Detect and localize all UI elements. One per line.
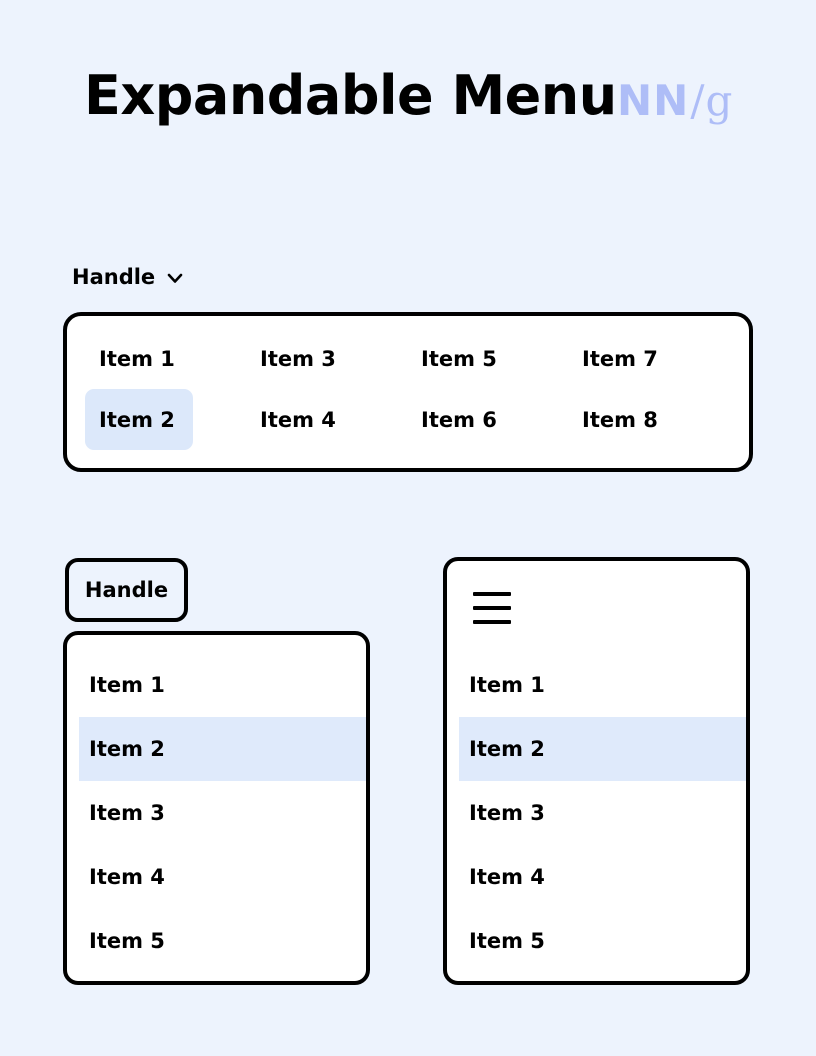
mega-menu-grid: Item 1 Item 3 Item 5 Item 7 Item 2 Item … <box>85 328 737 450</box>
mega-menu-handle[interactable]: Handle <box>72 262 185 292</box>
logo-slash-text: / <box>690 76 705 125</box>
mega-menu-item-selected[interactable]: Item 2 <box>85 389 193 450</box>
right-menu-item[interactable]: Item 1 <box>469 673 545 697</box>
left-menu-item-selected[interactable]: Item 2 <box>79 717 366 781</box>
left-menu-list: Item 1 Item 2 Item 3 Item 4 Item 5 <box>67 653 366 973</box>
logo-nn-text: NN <box>617 76 690 125</box>
mega-menu-item[interactable]: Item 1 <box>99 346 175 371</box>
right-menu-list: Item 1 Item 2 Item 3 Item 4 Item 5 <box>447 653 746 973</box>
logo-g-text: g <box>705 76 733 125</box>
page-title: Expandable Menu <box>84 64 617 127</box>
left-menu-item[interactable]: Item 1 <box>89 673 165 697</box>
right-menu-item[interactable]: Item 5 <box>469 929 545 953</box>
left-menu-handle-button[interactable]: Handle <box>65 558 188 622</box>
left-menu-item[interactable]: Item 5 <box>89 929 165 953</box>
mega-menu-handle-label: Handle <box>72 265 156 289</box>
chevron-down-icon <box>165 268 185 288</box>
right-menu-item-selected[interactable]: Item 2 <box>459 717 746 781</box>
hamburger-line-top <box>473 592 511 596</box>
mega-menu-item[interactable]: Item 4 <box>260 407 336 432</box>
mega-menu-item[interactable]: Item 3 <box>260 346 336 371</box>
left-menu-handle-label: Handle <box>84 578 169 602</box>
mega-menu-panel: Item 1 Item 3 Item 5 Item 7 Item 2 Item … <box>63 312 753 472</box>
left-menu-panel: Item 1 Item 2 Item 3 Item 4 Item 5 <box>63 631 370 985</box>
right-menu-item[interactable]: Item 4 <box>469 865 545 889</box>
hamburger-line-middle <box>473 606 511 610</box>
mega-menu-item[interactable]: Item 7 <box>582 346 658 371</box>
left-menu-item[interactable]: Item 4 <box>89 865 165 889</box>
page-header: Expandable Menu NN/g <box>0 56 816 144</box>
mega-menu-item[interactable]: Item 6 <box>421 407 497 432</box>
hamburger-line-bottom <box>473 620 511 624</box>
right-menu-panel: Item 1 Item 2 Item 3 Item 4 Item 5 <box>443 557 750 985</box>
hamburger-icon[interactable] <box>473 592 511 624</box>
nng-logo: NN/g <box>617 66 732 145</box>
mega-menu-item[interactable]: Item 5 <box>421 346 497 371</box>
left-menu-item[interactable]: Item 3 <box>89 801 165 825</box>
mega-menu-item[interactable]: Item 8 <box>582 407 658 432</box>
right-menu-item[interactable]: Item 3 <box>469 801 545 825</box>
